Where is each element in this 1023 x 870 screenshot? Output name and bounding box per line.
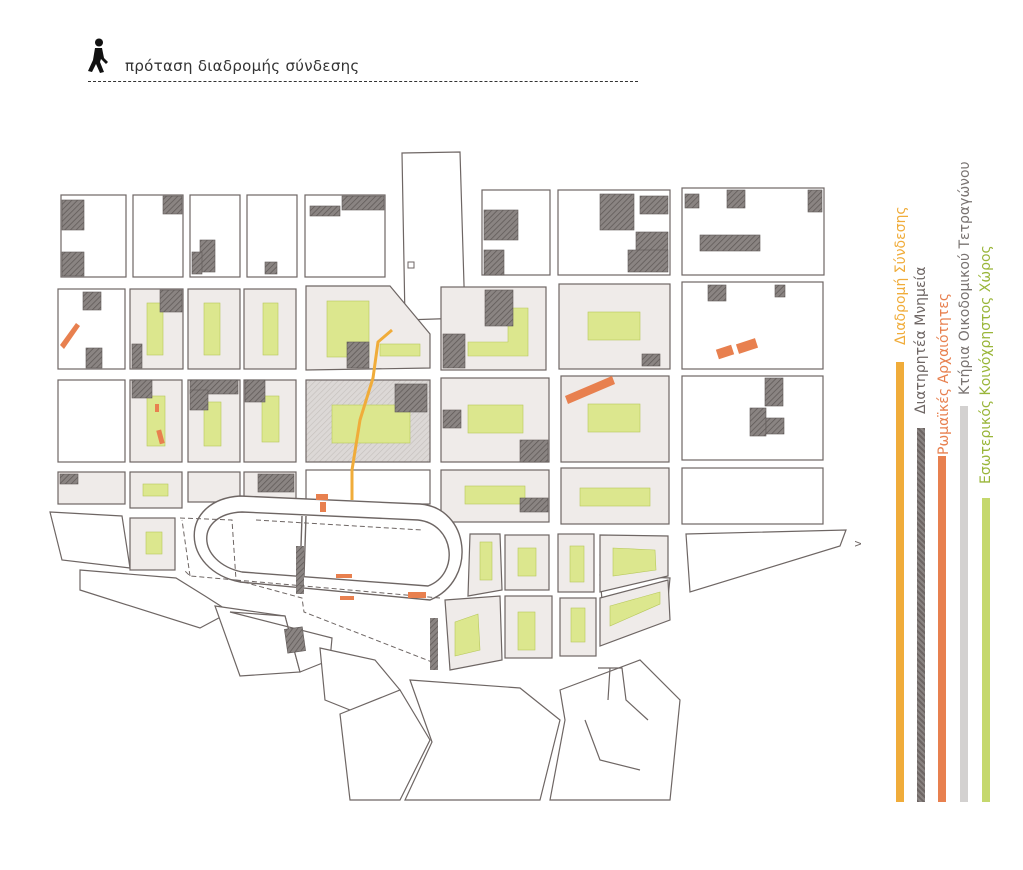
southern-blocks	[49, 511, 847, 801]
city-block	[681, 187, 825, 276]
roman-stadium	[316, 494, 426, 600]
stadium-dashed-outline	[179, 517, 441, 663]
legend-bar-courtyard	[982, 498, 990, 802]
legend-bar-roman	[938, 456, 946, 802]
small-marker	[407, 261, 415, 269]
north-arrow: v	[851, 540, 864, 547]
legend-label-roman: Ρωμαϊκές Αρχαιότητες	[936, 292, 952, 455]
roman-row-2	[60, 323, 759, 360]
monuments-row-2	[82, 284, 786, 369]
pedestrian-icon	[84, 38, 112, 78]
legend-bar-buildings	[960, 406, 968, 802]
courtyards-south	[145, 531, 661, 657]
southern-detail	[584, 667, 649, 771]
monuments-row-3	[131, 377, 785, 463]
roman-row-3	[155, 376, 615, 445]
monuments-row-1	[61, 189, 823, 277]
legend-label-courtyard: Εσωτερικός Κοινόχρηστος Χώρος	[978, 245, 994, 484]
route-title: πρόταση διαδρομής σύνδεσης	[125, 57, 360, 75]
row-3-blocks	[57, 375, 824, 463]
legend-label-route: Διαδρομή Σύνδεσης	[893, 206, 909, 345]
legend-label-monuments: Διατηρητέα Μνημεία	[913, 266, 929, 415]
monuments-row-4	[59, 473, 549, 513]
legend-bar-route	[896, 362, 904, 802]
title-dashed-underline	[88, 81, 638, 82]
walking-route	[350, 328, 393, 500]
legend-label-buildings: Κτήρια Οικοδομικού Τετραγώνου	[957, 161, 973, 395]
courtyards-row-4	[142, 483, 651, 507]
legend-bar-monuments	[917, 428, 925, 802]
monuments-south	[284, 626, 306, 654]
stadium	[193, 495, 463, 670]
